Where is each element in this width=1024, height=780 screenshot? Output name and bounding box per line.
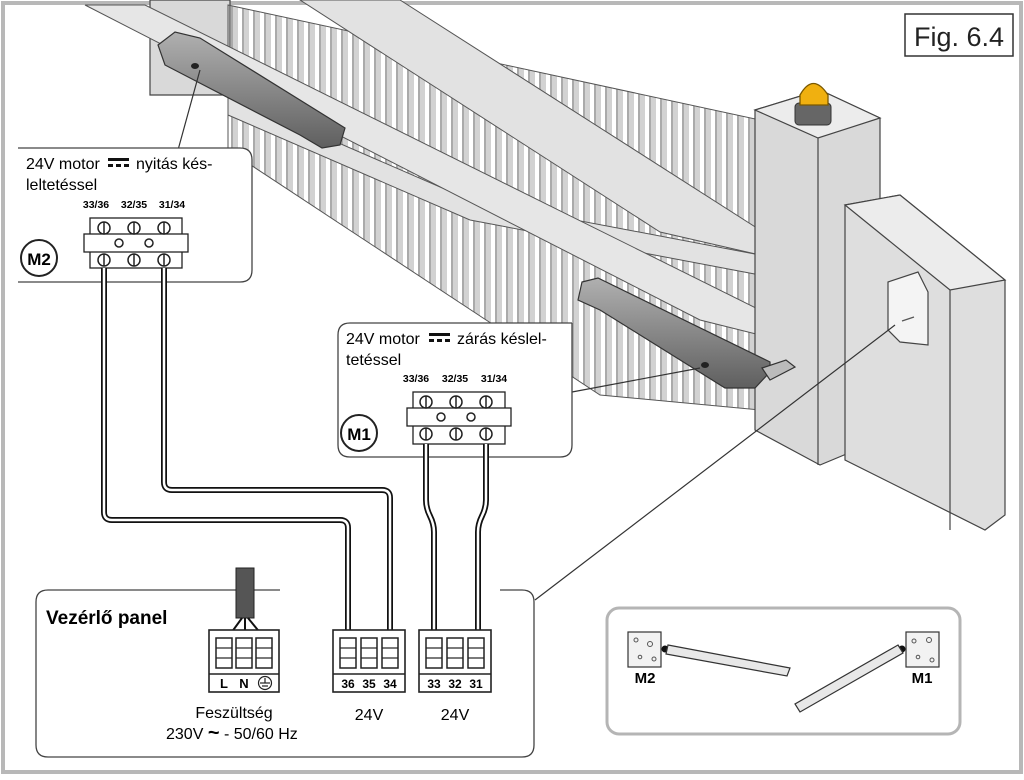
callout-m2 [18,147,253,283]
out-m1-term-3: 31 [469,677,483,691]
callout-m1-term-2: 32/35 [442,373,468,385]
figure-label-box [904,13,1014,57]
out-m2-label: 24V [355,707,384,724]
terminal-block-out-m2 [332,629,406,693]
callout-m2-title-2: leltetéssel [26,177,97,194]
power-terminal-n: N [239,676,248,691]
lamp-base [794,102,832,126]
out-m1-label: 24V [441,707,470,724]
inset-post-m2 [627,631,662,668]
warning-lamp-icon [799,82,829,106]
control-panel-title: Vezérlő panel [46,608,167,629]
inset-leaf-m1 [794,644,904,713]
motor-m2-arm [157,31,346,149]
power-label: Feszültség [195,705,272,722]
dc-symbol-icon [429,333,450,342]
power-cable [235,567,255,619]
callout-m1-term-1: 33/36 [403,373,429,385]
callout-m2-term-1: 33/36 [83,199,109,211]
inset-leaf-m2 [665,644,791,677]
out-m2-term-3: 34 [383,677,397,691]
callout-m2-term-3: 31/34 [159,199,185,211]
motor-m1-arm [577,277,771,389]
ground-icon [257,675,273,691]
leader-m2 [177,69,201,151]
leader-control-panel [534,324,896,601]
dc-symbol-icon [108,158,129,167]
power-spec: 230V ~ - 50/60 Hz [166,722,298,744]
callout-m2-term-2: 32/35 [121,199,147,211]
terminal-block-out-m1 [418,629,492,693]
badge-m2-label: M2 [27,250,51,269]
figure-label: Fig. 6.4 [914,22,1004,52]
terminal-block-m1 [406,391,512,445]
leader-m1 [571,367,701,393]
control-panel-box [35,589,535,758]
callout-m1 [337,322,573,458]
callout-m2-title-a: 24V motor [26,156,100,173]
motor-m1-bracket [761,359,797,381]
out-m1-term-2: 32 [448,677,462,691]
badge-m1 [340,414,378,452]
badge-m2 [20,239,58,277]
inset-label-m1: M1 [912,670,933,687]
badge-m1-label: M1 [347,425,371,444]
out-m2-term-1: 36 [341,677,355,691]
out-m1-term-1: 33 [427,677,441,691]
wires-core [102,268,488,640]
callout-m1-title-a: 24V motor [346,331,420,348]
callout-m1-title-2: tetéssel [346,352,401,369]
callout-m1-title-b: zárás késlel- [457,331,547,348]
callout-m2-title-b: nyitás kés- [136,156,212,173]
inset-label-m2: M2 [635,670,656,687]
inset-post-m1 [905,631,940,668]
control-box [887,271,929,346]
power-terminal-l: L [220,676,228,691]
terminal-block-m2 [83,217,189,269]
out-m2-term-2: 35 [362,677,376,691]
callout-m1-term-3: 31/34 [481,373,507,385]
